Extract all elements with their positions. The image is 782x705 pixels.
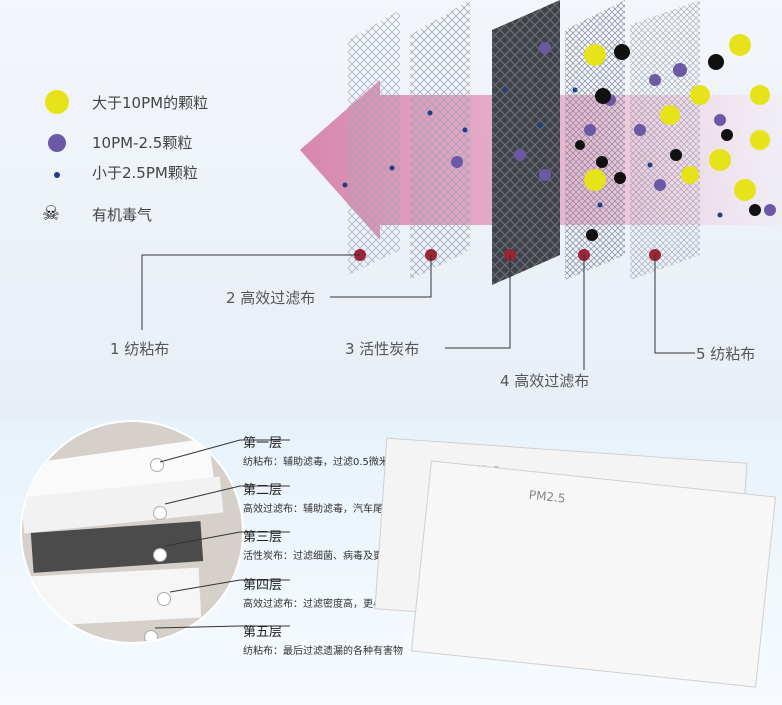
layer-title-5: 第五层 (243, 625, 283, 640)
layer-dot-2 (153, 506, 167, 520)
legend-label: 有机毒气 (92, 206, 153, 224)
layer-dot-4 (157, 592, 171, 606)
layer-dot-5 (144, 630, 158, 642)
filter-detail-section: 第一层 纺粘布：辅助滤毒，过滤0.5微米的灰尘 第二层 高效过滤布：辅助滤毒，汽… (0, 420, 782, 705)
layer-desc-5: 纺粘布：最后过滤遗漏的各种有害物 (243, 646, 403, 657)
layer-title-4: 第四层 (243, 578, 283, 593)
legend-label: 小于2.5PM颗粒 (92, 164, 198, 182)
layer-label-2: 2 高效过滤布 (226, 289, 316, 307)
layer-desc-1: 纺粘布：辅助滤毒，过滤0.5微米的灰尘 (243, 457, 419, 468)
circle-closeup (20, 420, 244, 644)
layer-label-5: 5 纺粘布 (696, 345, 756, 363)
legend-label: 10PM-2.5颗粒 (92, 134, 193, 152)
legend-item: ☠ 有机毒气 (42, 201, 152, 225)
layer-3-sheet (492, 0, 560, 285)
filter-pad-label: PM2.5 (528, 487, 567, 506)
layer-desc-2: 高效过滤布：辅助滤毒，汽车尾气，二手烟 (243, 504, 433, 515)
legend-item: 大于10PM的颗粒 (42, 90, 208, 114)
layer-5-sheet (630, 0, 700, 280)
filter-pad-front: PM2.5 (410, 460, 777, 688)
layer-title-2: 第二层 (243, 483, 283, 498)
leader-lines (141, 254, 695, 370)
layer-title-3: 第三层 (243, 530, 283, 545)
layer-desc-3: 活性炭布：过滤细菌、病毒及更小的0.3微米的灰尘 (243, 551, 469, 562)
layer-label-1: 1 纺粘布 (110, 340, 170, 358)
layer-2-sheet (410, 0, 470, 280)
layer-label-4: 4 高效过滤布 (500, 372, 590, 390)
legend-item: 小于2.5PM颗粒 (42, 164, 198, 182)
filter-diagram-top: 大于10PM的颗粒 10PM-2.5颗粒 小于2.5PM颗粒 ☠ 有机毒气 1 … (0, 0, 782, 420)
small-blue-dot-icon (54, 172, 60, 178)
skull-icon: ☠ (42, 201, 60, 225)
detail-leader-lines (154, 439, 290, 629)
layer-label-3: 3 活性炭布 (345, 340, 420, 358)
filter-layers-illustration (141, 0, 782, 370)
legend-item: 10PM-2.5颗粒 (42, 134, 192, 152)
particles (342, 34, 776, 241)
purple-dot-icon (48, 134, 66, 152)
layer-title-1: 第一层 (243, 436, 283, 451)
layer-4-sheet (565, 0, 625, 280)
layer-dot-3 (153, 548, 167, 562)
layer-1-sheet (348, 10, 400, 275)
layer-desc-4: 高效过滤布：过滤密度高，更小的有毒物质 (243, 599, 433, 610)
yellow-dot-icon (45, 90, 69, 114)
legend-label: 大于10PM的颗粒 (92, 94, 209, 112)
